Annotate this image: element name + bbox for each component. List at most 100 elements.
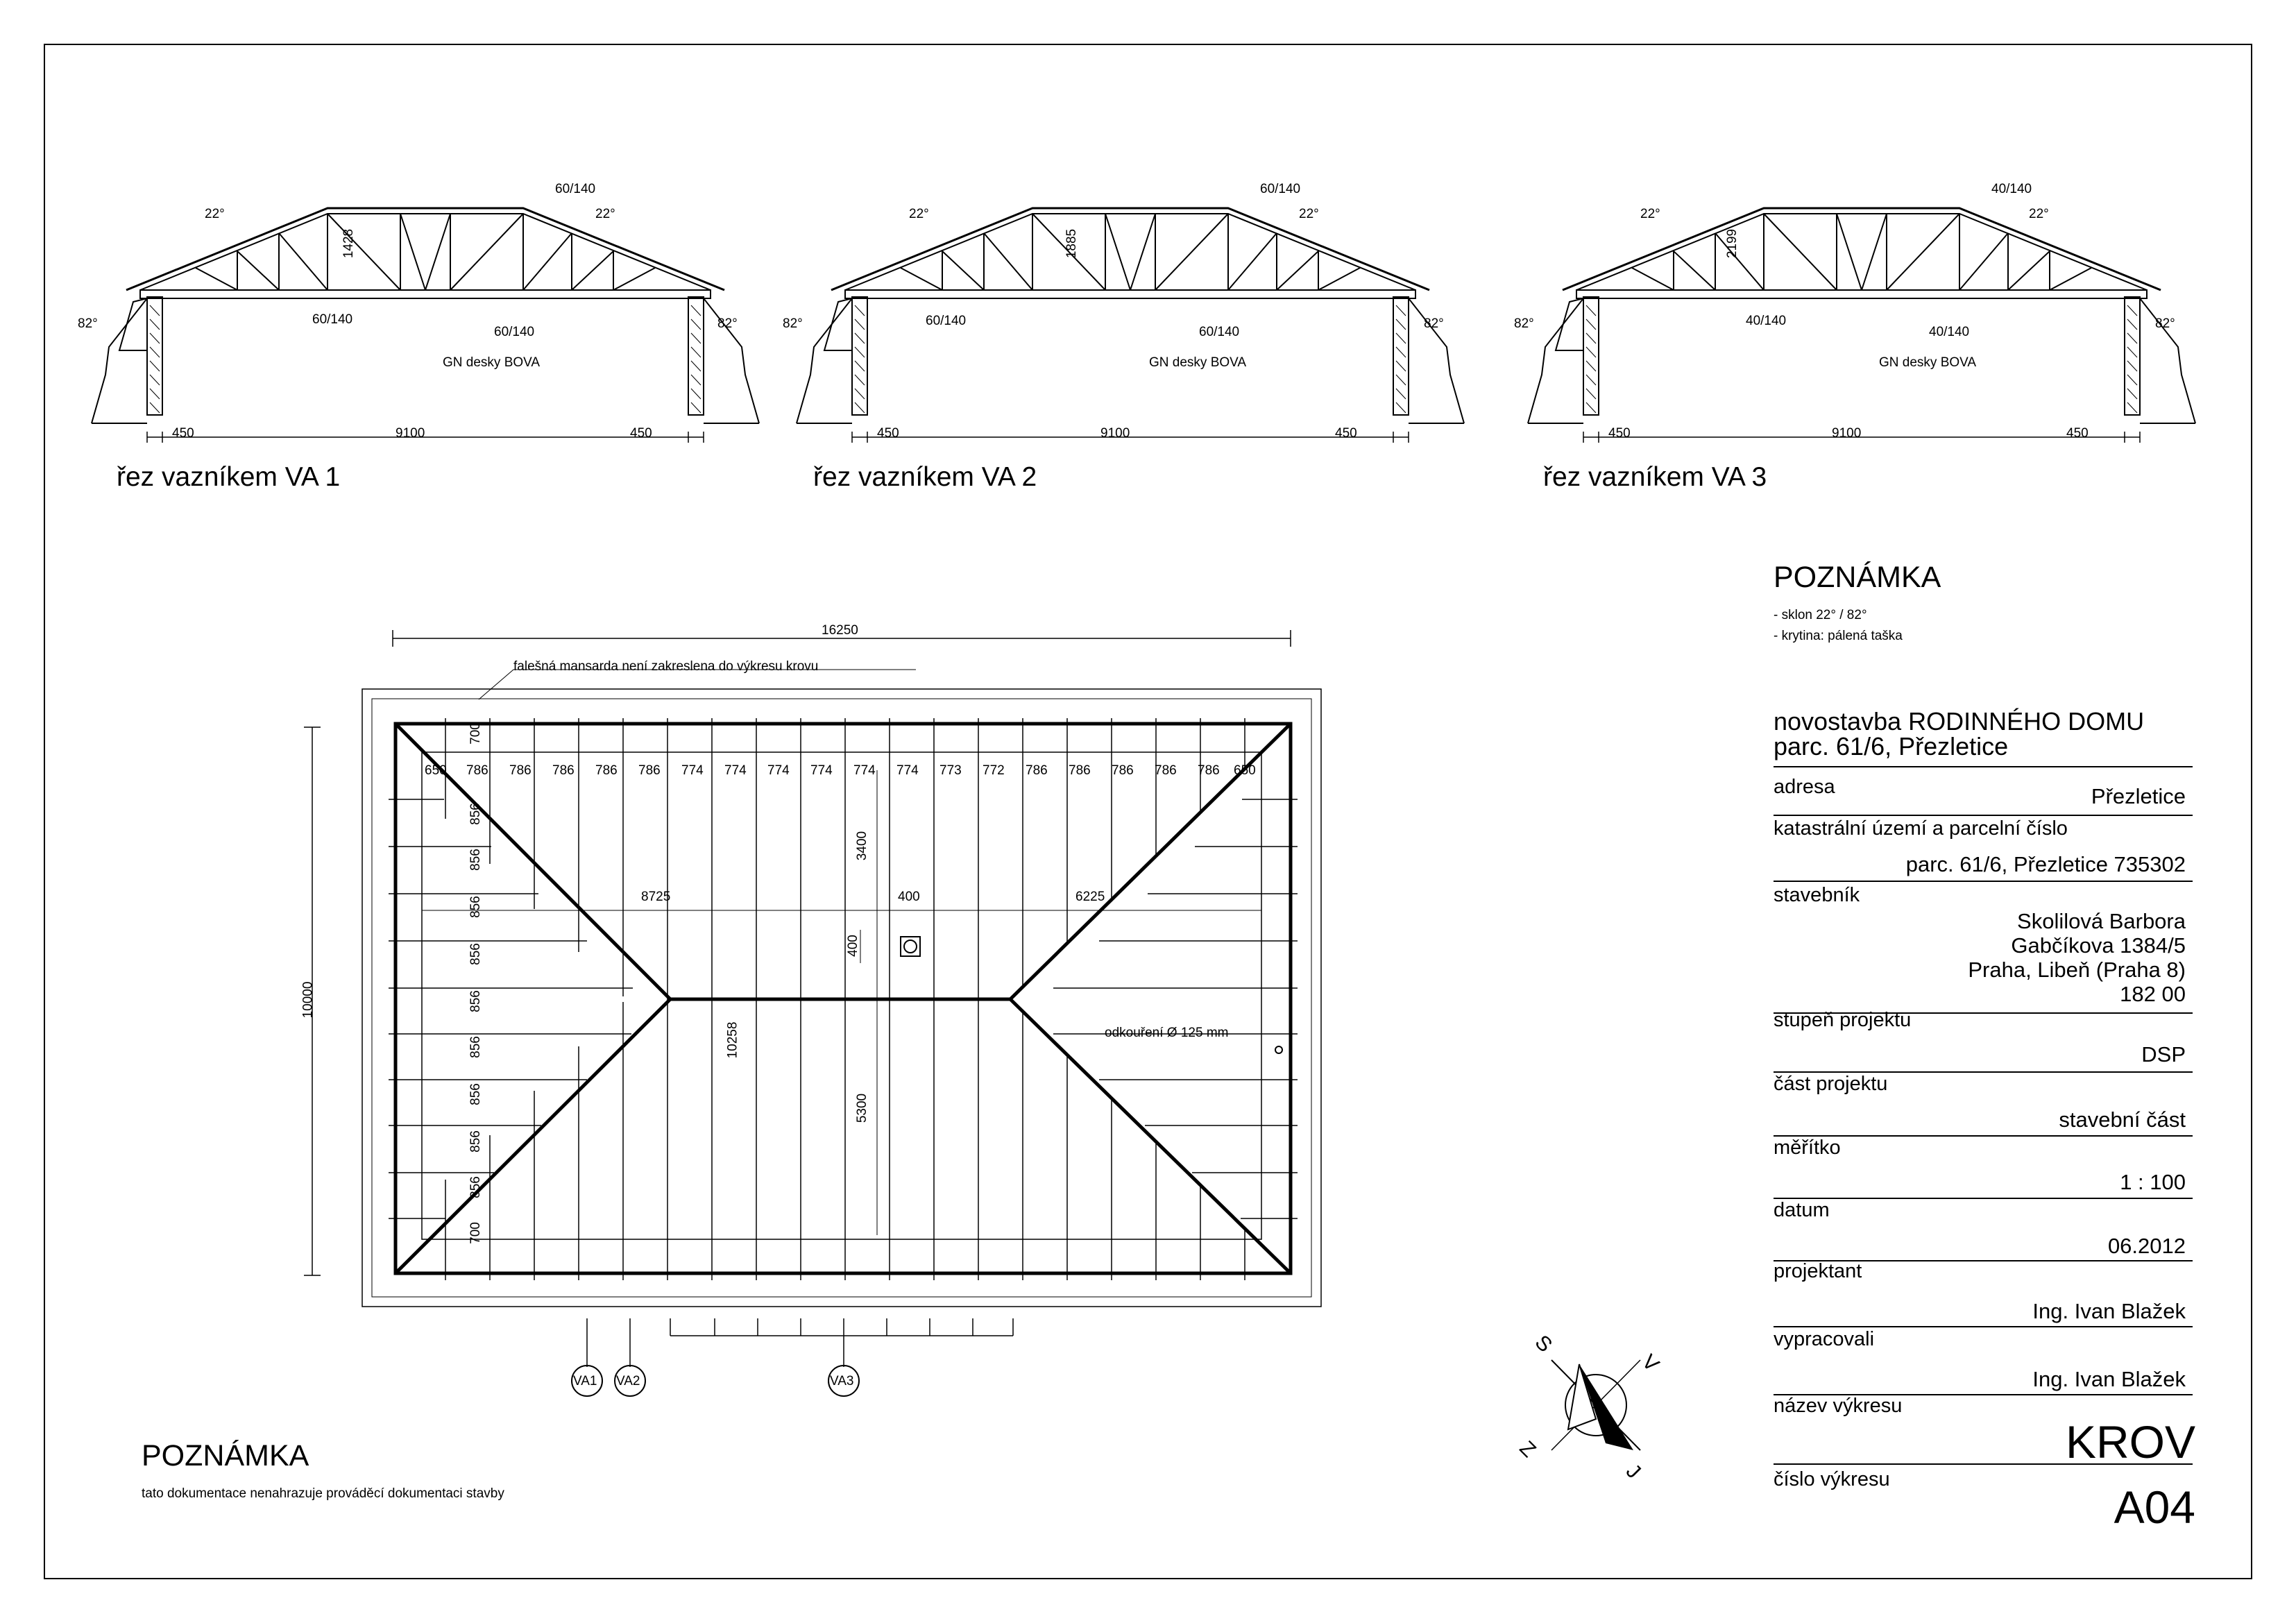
left-spacing-10: 700 (468, 1222, 483, 1244)
truss2-wall-right: 82° (1424, 316, 1444, 331)
truss-va3-drawing (1527, 207, 2197, 444)
cislo-label: číslo výkresu (1774, 1468, 1890, 1490)
sheet-border (44, 44, 2252, 1579)
truss1-wall-left: 82° (78, 316, 98, 331)
spacing-3: 786 (552, 763, 575, 778)
nazev-label: název výkresu (1774, 1395, 1903, 1417)
cast-value: stavební část (2059, 1107, 2186, 1132)
truss2-bottom-right: 60/140 (1199, 325, 1240, 339)
left-spacing-9: 856 (468, 1176, 483, 1198)
stavebnik-label: stavebník (1774, 884, 1860, 906)
truss3-angle-right: 22° (2029, 207, 2049, 221)
truss1-bottom-right: 60/140 (494, 325, 535, 339)
spacing-10: 774 (853, 763, 876, 778)
spacing-12: 773 (939, 763, 962, 778)
left-spacing-8: 856 (468, 1130, 483, 1153)
truss1-plates: GN desky BOVA (443, 355, 541, 370)
adresa-value: Přezletice (2091, 784, 2186, 808)
dim-5300: 5300 (855, 1093, 870, 1123)
truss3-span-left: 450 (1608, 426, 1631, 441)
stavebnik-line-4: 182 00 (2120, 982, 2186, 1006)
note-bottom-heading: POZNÁMKA (142, 1439, 309, 1472)
spacing-6: 774 (681, 763, 704, 778)
truss3-bottom-right: 40/140 (1929, 325, 1970, 339)
spacing-13: 772 (983, 763, 1005, 778)
stavebnik-line-1: Skolilová Barbora (2017, 909, 2186, 933)
spacing-4: 786 (595, 763, 618, 778)
spacing-14: 786 (1026, 763, 1048, 778)
left-spacing-5: 856 (468, 990, 483, 1012)
truss2-top-chord: 60/140 (1260, 182, 1301, 196)
meritko-value: 1 : 100 (2120, 1170, 2186, 1194)
truss1-wall-right: 82° (717, 316, 738, 331)
truss2-wall-left: 82° (783, 316, 803, 331)
stavebnik-line-3: Praha, Libeň (Praha 8) (1968, 958, 2186, 982)
katastr-label: katastrální území a parcelní číslo (1774, 817, 2068, 840)
dim-left-run: 8725 (641, 890, 671, 904)
spacing-0: 650 (425, 763, 447, 778)
marker-va3: VA3 (830, 1374, 854, 1388)
projektant-label: projektant (1774, 1260, 1862, 1282)
projektant-value: Ing. Ivan Blažek (2032, 1299, 2186, 1323)
truss3-top-chord: 40/140 (1991, 182, 2032, 196)
truss2-title: řez vazníkem VA 2 (813, 462, 1037, 492)
dim-ridge: 10258 (725, 1021, 740, 1059)
truss1-angle-right: 22° (595, 207, 615, 221)
truss1-height: 1428 (341, 228, 357, 259)
plan-width-dim: 16250 (822, 623, 858, 638)
meritko-label: měřítko (1774, 1137, 1841, 1159)
vypracovali-label: vypracovali (1774, 1328, 1875, 1350)
vypracovali-value: Ing. Ivan Blažek (2032, 1367, 2186, 1391)
left-spacing-4: 856 (468, 943, 483, 965)
left-spacing-6: 856 (468, 1036, 483, 1058)
marker-va1: VA1 (573, 1374, 597, 1388)
truss2-angle-left: 22° (909, 207, 929, 221)
truss1-span-mid: 9100 (396, 426, 425, 441)
truss3-span-right: 450 (2066, 426, 2089, 441)
truss3-plates: GN desky BOVA (1879, 355, 1977, 370)
truss2-plates: GN desky BOVA (1149, 355, 1247, 370)
katastr-value: parc. 61/6, Přezletice 735302 (1905, 852, 2186, 876)
spacing-18: 786 (1198, 763, 1220, 778)
spacing-7: 774 (724, 763, 747, 778)
truss2-angle-right: 22° (1299, 207, 1319, 221)
spacing-19: 650 (1234, 763, 1256, 778)
dim-right-run: 6225 (1075, 890, 1105, 904)
compass-rose (1551, 1359, 1641, 1451)
spacing-2: 786 (509, 763, 532, 778)
project-line-2: parc. 61/6, Přezletice (1774, 732, 2009, 760)
dim-400a: 400 (898, 890, 920, 904)
truss1-angle-left: 22° (205, 207, 225, 221)
adresa-label: adresa (1774, 776, 1835, 798)
note-bottom-text: tato dokumentace nenahrazuje prováděcí d… (142, 1486, 504, 1501)
truss2-span-mid: 9100 (1100, 426, 1130, 441)
plan-mansard-note: falešná mansarda není zakreslena do výkr… (513, 659, 819, 674)
truss3-wall-right: 82° (2155, 316, 2175, 331)
dim-3400: 3400 (855, 831, 870, 861)
spacing-17: 786 (1155, 763, 1177, 778)
spacing-8: 774 (767, 763, 790, 778)
truss1-top-chord: 60/140 (555, 182, 596, 196)
spacing-1: 786 (466, 763, 488, 778)
stupen-value: DSP (2141, 1042, 2186, 1067)
roof-plan (304, 630, 1322, 1397)
cast-label: část projektu (1774, 1073, 1888, 1095)
spacing-15: 786 (1069, 763, 1091, 778)
truss3-angle-left: 22° (1640, 207, 1660, 221)
truss1-bottom-left: 60/140 (312, 312, 353, 327)
truss3-bottom-left: 40/140 (1746, 314, 1787, 328)
truss1-span-right: 450 (630, 426, 652, 441)
note-right-heading: POZNÁMKA (1774, 561, 1941, 594)
truss2-height: 1885 (1064, 228, 1080, 259)
datum-label: datum (1774, 1199, 1830, 1221)
truss2-span-left: 450 (877, 426, 899, 441)
plan-height-dim: 10000 (300, 981, 316, 1019)
truss-va1-drawing (90, 207, 760, 444)
truss2-span-right: 450 (1335, 426, 1357, 441)
truss3-wall-left: 82° (1514, 316, 1534, 331)
project-line-1: novostavba RODINNÉHO DOMU (1774, 707, 2145, 736)
left-spacing-3: 856 (468, 896, 483, 918)
stavebnik-line-2: Gabčíkova 1384/5 (2011, 933, 2186, 958)
truss1-span-left: 450 (172, 426, 194, 441)
